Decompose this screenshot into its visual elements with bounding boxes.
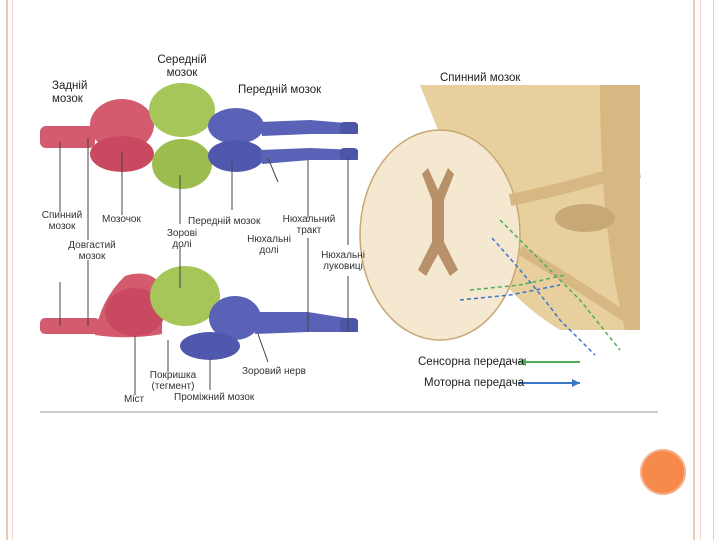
forebrain-small-label: Передній мозок [188,216,261,227]
sensory-legend-label: Сенсорна передача [418,356,525,368]
optic-lobes-label: Зорові долі [166,228,198,250]
border-line [693,0,695,540]
spinal-cord-label: Спинний мозок [41,210,83,232]
midbrain-label: Середній мозок [157,54,207,79]
tegmentum-label: Покришка (тегмент) [149,370,197,392]
lateral-brain-view [40,266,358,360]
forebrain-upper [208,108,264,144]
midbrain-lower-lobe [152,139,212,189]
brain-illustration [40,83,658,413]
medulla-label: Довгастий мозок [68,240,116,262]
border-line [12,0,13,540]
cerebellum-label: Мозочок [102,214,141,225]
accent-circle [640,449,686,495]
hindbrain-label: Задній мозок [52,80,88,105]
motor-legend-label: Моторна передача [424,377,525,389]
leader-lines [59,138,349,395]
olfactory-bulbs-label: Нюхальні луковиці [321,250,365,272]
optic-nerve-label: Зоровий нерв [242,366,306,377]
diencephalon-label: Проміжний мозок [174,392,255,403]
brain-diagram: Задній мозок Середній мозок Передній моз… [40,50,660,415]
border-line [6,0,8,540]
hindbrain-shape [90,99,154,151]
hindbrain-stem [40,126,95,148]
olfactory-tract-label: Нюхальний тракт [282,214,336,236]
border-line [700,0,701,540]
pons-label: Міст [124,394,145,405]
spinal-cord-illustration [359,85,641,356]
forebrain-label: Передній мозок [238,84,322,96]
midbrain-upper-lobe [149,83,215,137]
olfactory-lobes-label: Нюхальні долі [247,234,291,256]
forebrain-lower [208,140,264,172]
spinal-cord-title: Спинний мозок [440,72,521,84]
border-line [713,0,714,540]
